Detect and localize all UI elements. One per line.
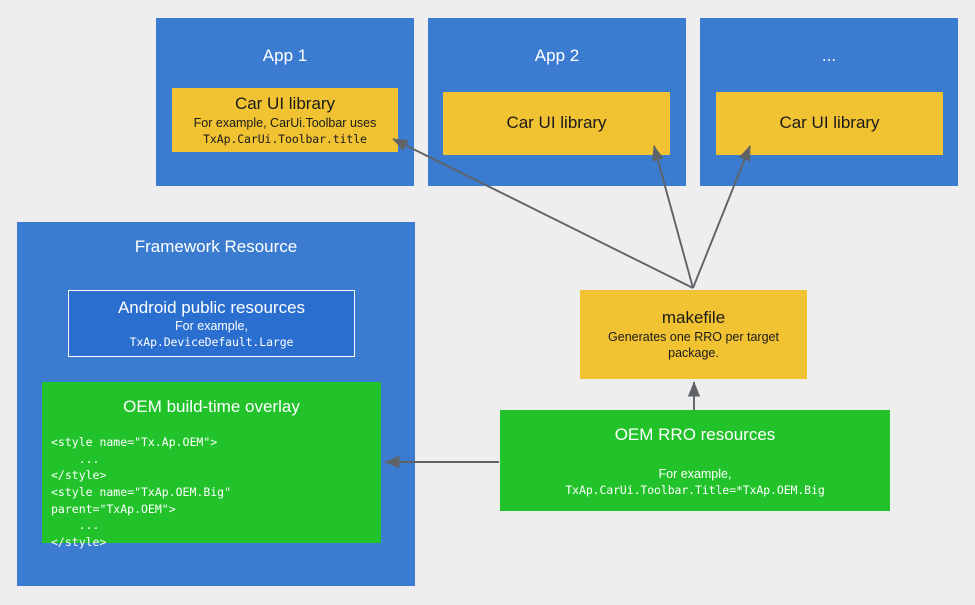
app-3-car-ui-library-title: Car UI library bbox=[779, 113, 880, 133]
oem-build-time-overlay-code: <style name="Tx.Ap.OEM"> ... </style> <s… bbox=[51, 435, 232, 550]
oem-rro-resources-code: TxAp.CarUi.Toolbar.Title=*TxAp.OEM.Big bbox=[565, 483, 825, 497]
app-1-car-ui-library-code: TxAp.CarUi.Toolbar.title bbox=[203, 131, 367, 146]
android-public-resources-box: Android public resources For example, Tx… bbox=[68, 290, 355, 357]
makefile-text: makefile Generates one RRO per target pa… bbox=[580, 290, 807, 379]
oem-rro-resources-box: OEM RRO resources For example, TxAp.CarU… bbox=[500, 410, 890, 511]
app-2-car-ui-library-box: Car UI library bbox=[443, 92, 670, 155]
oem-rro-resources-subtitle: For example, bbox=[658, 467, 732, 481]
android-public-resources-code: TxAp.DeviceDefault.Large bbox=[129, 334, 294, 349]
app-2-car-ui-library-text: Car UI library bbox=[443, 92, 670, 155]
oem-rro-resources-title: OEM RRO resources bbox=[614, 425, 776, 444]
app-3-car-ui-library-text: Car UI library bbox=[716, 92, 943, 155]
app-3-car-ui-library-box: Car UI library bbox=[716, 92, 943, 155]
app-1-label: App 1 bbox=[262, 46, 308, 65]
app-1-car-ui-library-text: Car UI library For example, CarUi.Toolba… bbox=[172, 88, 398, 152]
android-public-resources-title: Android public resources bbox=[117, 298, 306, 318]
app-1-car-ui-library-title: Car UI library bbox=[234, 93, 336, 113]
app-1-car-ui-library-subtitle: For example, CarUi.Toolbar uses bbox=[193, 116, 377, 131]
oem-build-time-overlay-title: OEM build-time overlay bbox=[123, 397, 300, 416]
makefile-title: makefile bbox=[661, 307, 726, 327]
app-2-car-ui-library-title: Car UI library bbox=[506, 113, 607, 133]
framework-resource-title: Framework Resource bbox=[134, 237, 298, 256]
app-2-label: App 2 bbox=[534, 46, 580, 65]
makefile-subtitle: Generates one RRO per target package. bbox=[608, 330, 779, 360]
android-public-resources-subtitle: For example, bbox=[175, 318, 248, 333]
oem-build-time-overlay-box: OEM build-time overlay <style name="Tx.A… bbox=[42, 382, 381, 549]
makefile-box: makefile Generates one RRO per target pa… bbox=[580, 290, 807, 379]
app-1-car-ui-library-box: Car UI library For example, CarUi.Toolba… bbox=[172, 88, 398, 152]
android-public-resources-text: Android public resources For example, Tx… bbox=[69, 291, 354, 356]
app-3-label: ... bbox=[821, 46, 837, 65]
